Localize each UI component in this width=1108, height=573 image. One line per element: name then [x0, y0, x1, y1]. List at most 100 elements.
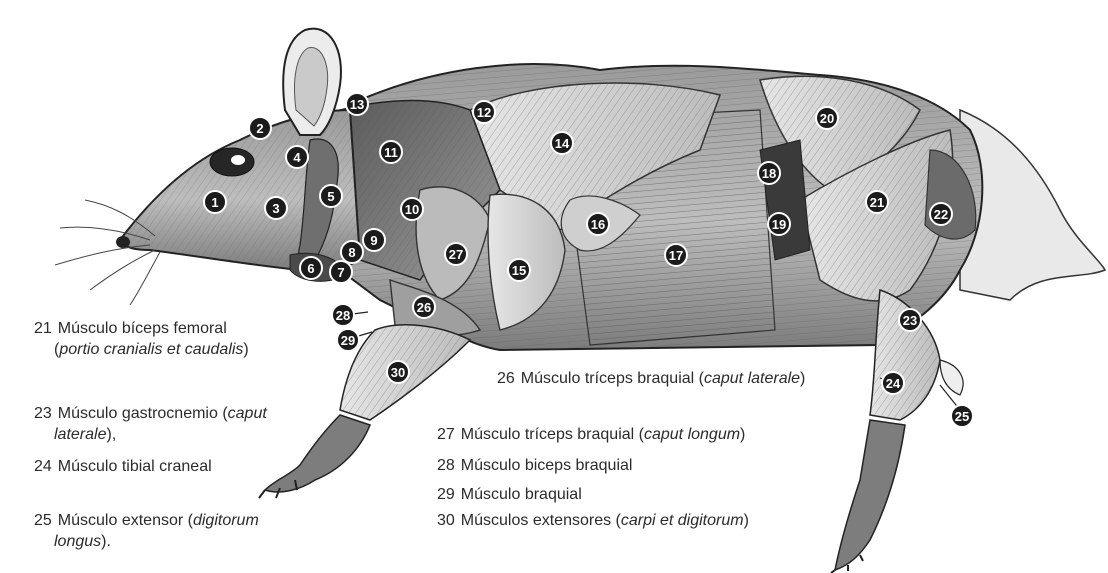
legend-number: 26	[497, 370, 515, 387]
legend-28: 28 Músculo biceps braquial	[437, 455, 632, 476]
svg-text:23: 23	[903, 313, 917, 328]
legend-paren-close: )	[243, 341, 248, 358]
legend-number: 29	[437, 486, 455, 503]
legend-italic: caput laterale	[704, 370, 800, 387]
svg-text:16: 16	[591, 217, 605, 232]
legend-close: )	[740, 426, 745, 443]
svg-text:17: 17	[669, 248, 683, 263]
legend-number: 25	[34, 512, 52, 529]
marker-22: 22	[930, 203, 952, 225]
marker-10: 10	[401, 198, 423, 220]
svg-text:2: 2	[256, 121, 263, 136]
legend-23: 23 Músculo gastrocnemio (caput laterale),	[34, 403, 267, 445]
marker-3: 3	[265, 197, 287, 219]
legend-italic-2: laterale	[34, 426, 106, 443]
legend-25: 25 Músculo extensor (digitorum longus).	[34, 510, 259, 552]
legend-italic: caput longum	[644, 426, 740, 443]
svg-text:4: 4	[293, 150, 301, 165]
legend-number: 24	[34, 458, 52, 475]
svg-text:21: 21	[870, 195, 884, 210]
marker-13: 13	[346, 93, 368, 115]
legend-label: Músculo tibial craneal	[58, 458, 212, 475]
svg-text:15: 15	[512, 263, 526, 278]
svg-text:24: 24	[886, 376, 901, 391]
svg-text:18: 18	[762, 166, 776, 181]
marker-20: 20	[816, 107, 838, 129]
svg-text:27: 27	[449, 247, 463, 262]
legend-italic: portio cranialis et caudalis	[59, 341, 243, 358]
legend-number: 27	[437, 426, 455, 443]
svg-text:19: 19	[772, 217, 786, 232]
svg-text:12: 12	[477, 105, 491, 120]
legend-label: Músculo gastrocnemio (	[58, 405, 228, 422]
marker-9: 9	[363, 229, 385, 251]
legend-italic: digitorum	[193, 512, 259, 529]
legend-close: )	[800, 370, 805, 387]
svg-text:25: 25	[955, 409, 969, 424]
legend-label: Músculo biceps braquial	[461, 457, 633, 474]
marker-25: 25	[951, 405, 973, 427]
legend-paren-open: (	[34, 341, 59, 358]
svg-text:8: 8	[348, 245, 355, 260]
marker-1: 1	[204, 191, 226, 213]
nose	[116, 236, 130, 248]
marker-14: 14	[551, 132, 573, 154]
svg-text:5: 5	[327, 189, 334, 204]
marker-11: 11	[380, 141, 402, 163]
legend-label: Músculo tríceps braquial (	[461, 426, 644, 443]
legend-label: Músculo bíceps femoral	[58, 320, 227, 337]
marker-12: 12	[473, 101, 495, 123]
svg-text:28: 28	[336, 308, 350, 323]
marker-24: 24	[882, 372, 904, 394]
legend-29: 29 Músculo braquial	[437, 484, 582, 505]
svg-text:11: 11	[384, 145, 398, 160]
legend-30: 30 Músculos extensores (carpi et digitoru…	[437, 510, 749, 531]
marker-6: 6	[300, 257, 322, 279]
marker-18: 18	[758, 162, 780, 184]
legend-number: 23	[34, 405, 52, 422]
marker-29: 29	[337, 329, 359, 351]
marker-17: 17	[665, 244, 687, 266]
hind-paw	[835, 420, 905, 570]
svg-text:7: 7	[337, 265, 344, 280]
legend-label: Músculo extensor (	[58, 512, 193, 529]
svg-text:14: 14	[555, 136, 570, 151]
legend-close: ).	[101, 533, 111, 550]
marker-15: 15	[508, 259, 530, 281]
legend-italic: caput	[228, 405, 267, 422]
legend-27: 27 Músculo tríceps braquial (caput longum…	[437, 424, 745, 445]
marker-30: 30	[387, 361, 409, 383]
legend-label: Músculo braquial	[461, 486, 582, 503]
legend-label: Músculos extensores (	[461, 512, 621, 529]
legend-number: 30	[437, 512, 455, 529]
legend-number: 21	[34, 320, 52, 337]
marker-28: 28	[332, 304, 354, 326]
marker-16: 16	[587, 213, 609, 235]
marker-4: 4	[286, 146, 308, 168]
svg-text:30: 30	[391, 365, 405, 380]
legend-close: ),	[106, 426, 116, 443]
svg-text:3: 3	[272, 201, 279, 216]
legend-close: )	[744, 512, 749, 529]
svg-text:20: 20	[820, 111, 834, 126]
svg-text:1: 1	[211, 195, 218, 210]
front-paw	[265, 415, 370, 492]
marker-5: 5	[320, 185, 342, 207]
legend-number: 28	[437, 457, 455, 474]
marker-26: 26	[413, 296, 435, 318]
marker-7: 7	[330, 261, 352, 283]
svg-text:9: 9	[370, 233, 377, 248]
legend-italic: carpi et digitorum	[621, 512, 744, 529]
svg-text:10: 10	[405, 202, 419, 217]
legend-italic-2: longus	[34, 533, 101, 550]
marker-27: 27	[445, 243, 467, 265]
marker-8: 8	[341, 241, 363, 263]
legend-21: 21 Músculo bíceps femoral (portio cranial…	[34, 318, 249, 360]
svg-text:6: 6	[307, 261, 314, 276]
svg-text:13: 13	[350, 97, 364, 112]
marker-23: 23	[899, 309, 921, 331]
marker-19: 19	[768, 213, 790, 235]
svg-text:26: 26	[417, 300, 431, 315]
legend-24: 24 Músculo tibial craneal	[34, 456, 212, 477]
